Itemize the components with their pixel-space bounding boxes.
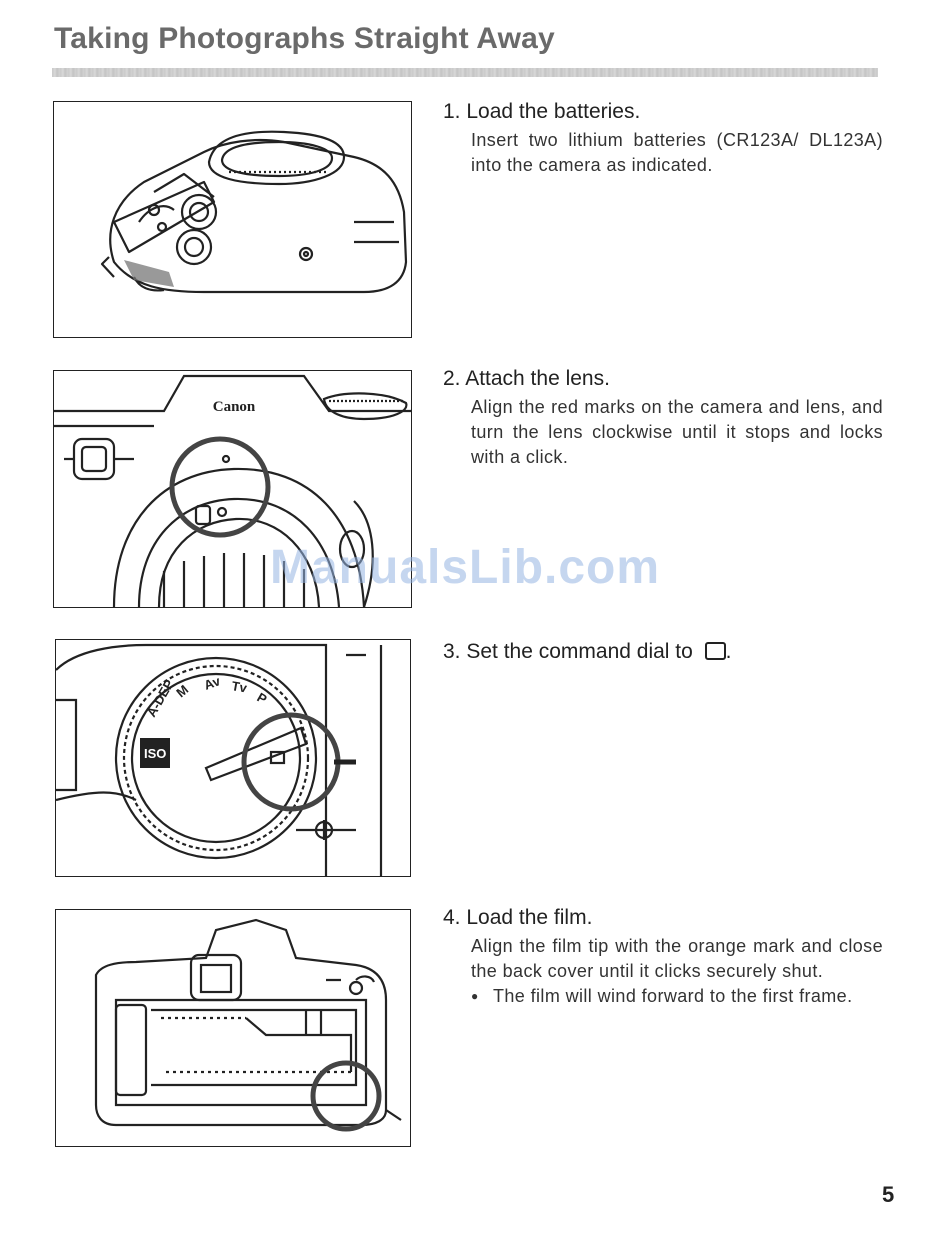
camera-film-illustration <box>94 918 402 1132</box>
dial-av-label: Av <box>202 673 223 693</box>
battery-figure <box>53 101 412 338</box>
step-4: 4. Load the film. Align the film tip wit… <box>443 906 883 1009</box>
step-3: 3. Set the command dial to . <box>443 640 883 668</box>
film-figure <box>55 909 411 1147</box>
command-dial-figure: ISO A-DEP M Av Tv P <box>55 639 411 877</box>
watermark: ManualsLib.com <box>270 541 661 594</box>
page-number: 5 <box>882 1182 895 1207</box>
camera-battery-illustration <box>100 130 408 294</box>
step-3-heading-line: 3. Set the command dial to . <box>443 640 883 664</box>
bullet-dot-icon: ● <box>471 989 479 1003</box>
step-3-heading-suffix: . <box>725 640 732 663</box>
step-2: 2. Attach the lens. Align the red marks … <box>443 367 883 470</box>
step-2-heading: 2. Attach the lens. <box>443 367 610 390</box>
full-auto-square-icon <box>704 642 726 660</box>
command-dial-illustration: ISO A-DEP M Av Tv P <box>56 643 383 876</box>
step-1: 1. Load the batteries. Insert two lithiu… <box>443 100 883 178</box>
step-2-body: Align the red marks on the camera and le… <box>471 397 883 467</box>
step-4-heading: 4. Load the film. <box>443 906 593 929</box>
step-4-body: Align the film tip with the orange mark … <box>471 936 883 981</box>
step-1-body: Insert two lithium batteries (CR123A/ DL… <box>471 130 883 175</box>
lens-figure: Canon <box>53 370 412 608</box>
dial-iso-label: ISO <box>144 746 166 761</box>
canon-logo-label: Canon <box>213 399 256 415</box>
title-rule <box>52 68 878 77</box>
step-1-heading: 1. Load the batteries. <box>443 100 641 123</box>
camera-lens-illustration: Canon <box>54 374 411 607</box>
page-title: Taking Photographs Straight Away <box>54 22 555 55</box>
dial-p-label: P <box>255 690 270 707</box>
step-4-bullet-text: The film will wind forward to the first … <box>493 986 853 1006</box>
step-4-bullet: ● The film will wind forward to the firs… <box>471 984 883 1009</box>
dial-tv-label: Tv <box>230 678 248 696</box>
step-3-heading: 3. Set the command dial to <box>443 640 693 663</box>
